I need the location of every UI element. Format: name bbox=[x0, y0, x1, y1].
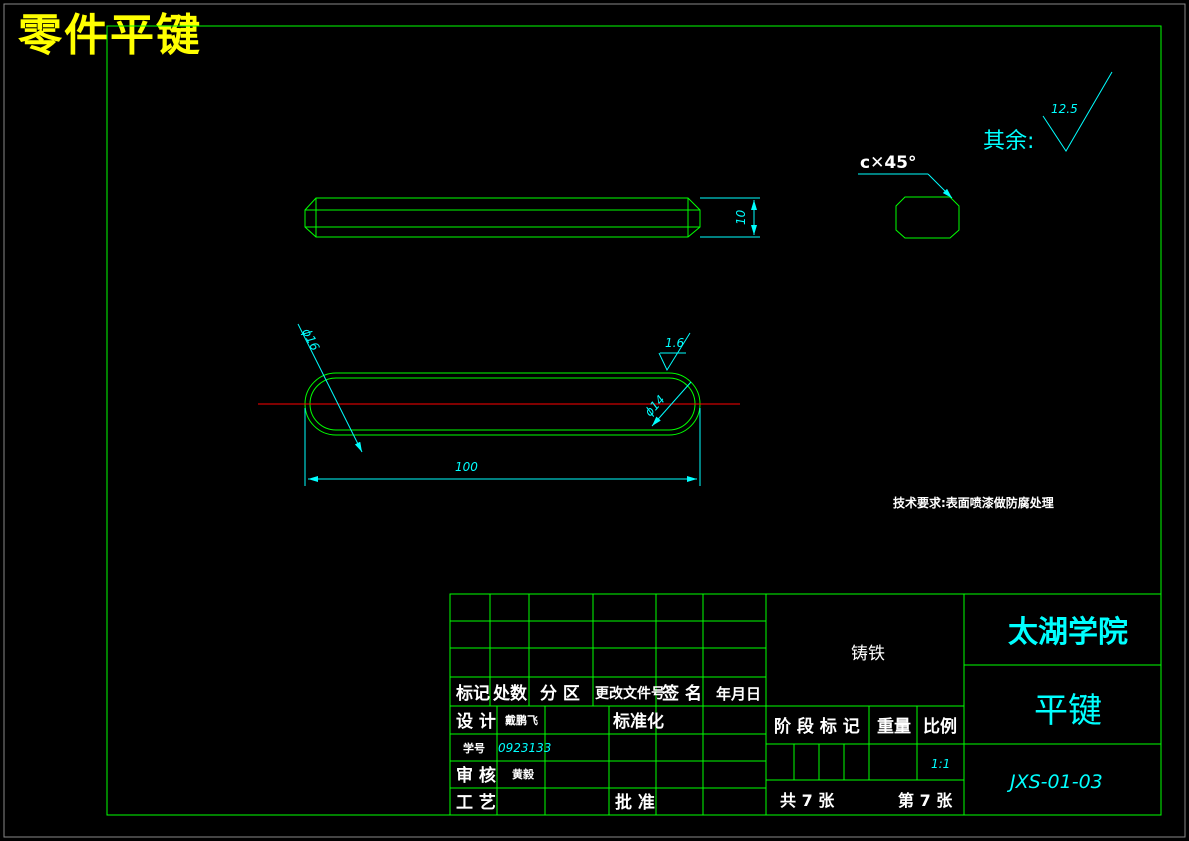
reviewer-name: 黄毅 bbox=[512, 767, 535, 781]
revision-headers: 标记 处数 分 区 更改文件号 签 名 年月日 bbox=[456, 683, 761, 704]
total-sheets: 共 7 张 bbox=[780, 791, 835, 810]
approve-label: 批 准 bbox=[615, 792, 655, 813]
sheet-number: 第 7 张 bbox=[898, 791, 953, 810]
thickness-label: 10 bbox=[734, 209, 748, 225]
technical-requirements: 技术要求:表面喷漆做防腐处理 bbox=[893, 495, 1054, 510]
scale-label: 比例 bbox=[923, 716, 957, 737]
designer-name: 戴鹏飞 bbox=[505, 713, 538, 727]
roughness-note: 其余: 12.5 bbox=[983, 71, 1113, 154]
scale-value: 1:1 bbox=[931, 757, 950, 771]
process-label: 工 艺 bbox=[456, 792, 496, 813]
weight-label: 重量 bbox=[877, 716, 911, 737]
rev-header-count: 处数 bbox=[492, 683, 528, 704]
material: 铸铁 bbox=[851, 644, 885, 664]
stage-mark-label: 阶 段 标 记 bbox=[774, 716, 860, 737]
student-id-label: 学号 bbox=[463, 741, 485, 755]
rev-header-zone: 分 区 bbox=[540, 684, 580, 704]
length-dimension: 100 bbox=[304, 408, 701, 486]
inner-diameter-label: ϕ14 bbox=[642, 392, 668, 419]
side-view bbox=[304, 197, 701, 238]
cross-section: c✕45° bbox=[858, 153, 960, 239]
rev-header-date: 年月日 bbox=[716, 685, 761, 703]
design-label: 设 计 bbox=[456, 711, 496, 732]
rev-header-mark: 标记 bbox=[456, 683, 490, 704]
outer-diameter-dimension: ϕ16 bbox=[297, 323, 363, 453]
rev-header-doc: 更改文件号 bbox=[595, 685, 665, 702]
chamfer-label: c✕45° bbox=[860, 153, 916, 173]
surface-roughness-symbol: 1.6 bbox=[658, 332, 691, 372]
outer-diameter-label: ϕ16 bbox=[299, 326, 322, 353]
roughness-face-label: 1.6 bbox=[665, 336, 684, 350]
length-label: 100 bbox=[455, 460, 478, 474]
rev-header-sign: 签 名 bbox=[661, 683, 702, 704]
drawing-title: 零件平键 bbox=[18, 10, 202, 61]
thickness-dimension: 10 bbox=[700, 197, 760, 238]
sheet-outer-border bbox=[3, 3, 1186, 838]
standardization-label: 标准化 bbox=[613, 711, 664, 732]
roughness-rest-value: 12.5 bbox=[1051, 102, 1078, 116]
part-name: 平键 bbox=[1034, 691, 1102, 731]
school-name: 太湖学院 bbox=[1008, 615, 1128, 650]
review-label: 审 核 bbox=[456, 765, 496, 786]
top-view bbox=[258, 372, 740, 436]
roughness-rest-label: 其余: bbox=[983, 129, 1034, 154]
student-id: 0923133 bbox=[498, 741, 551, 755]
drawing-number: JXS-01-03 bbox=[1006, 771, 1103, 793]
title-block bbox=[449, 593, 1162, 816]
